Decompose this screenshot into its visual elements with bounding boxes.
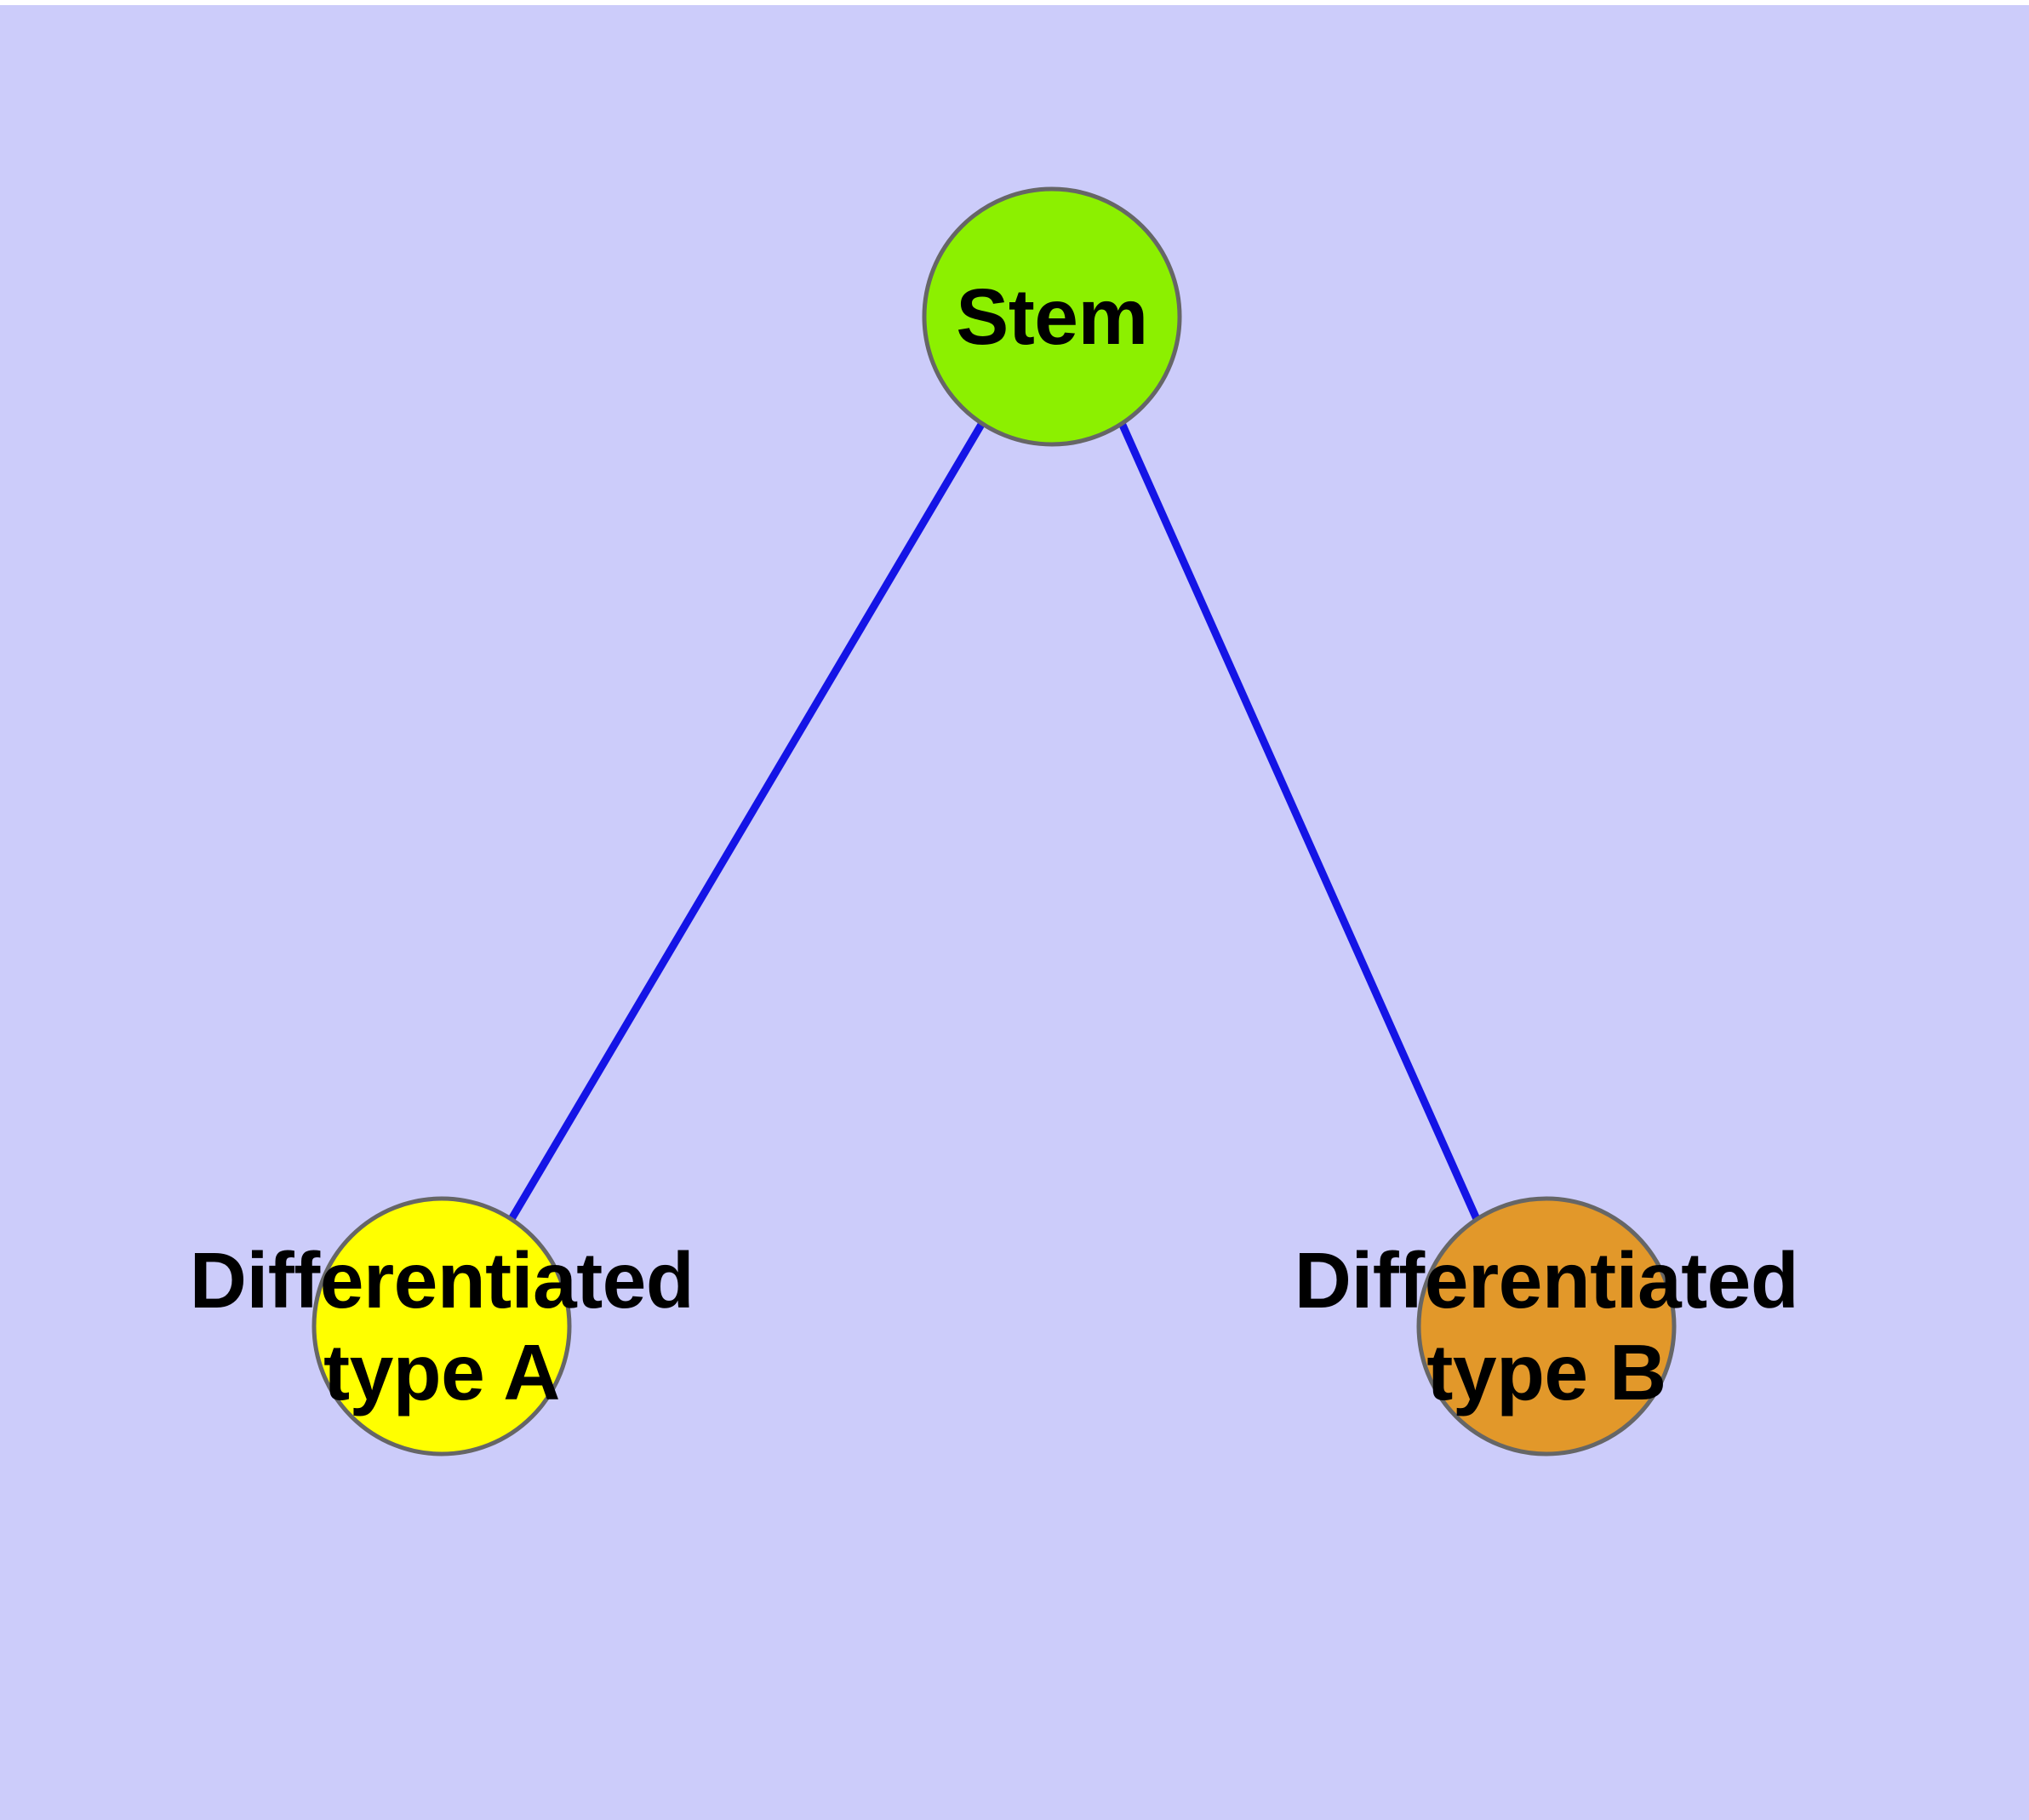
graph-edge-stem-to-a[interactable] (508, 421, 986, 1222)
graph-node-stem[interactable] (922, 186, 1182, 447)
graph-node-diff-a[interactable] (311, 1196, 572, 1457)
nodes-group (311, 186, 1677, 1457)
edges-group (508, 421, 1481, 1222)
graph-edge-stem-to-b[interactable] (1117, 421, 1481, 1221)
graph-node-diff-b[interactable] (1416, 1196, 1677, 1457)
